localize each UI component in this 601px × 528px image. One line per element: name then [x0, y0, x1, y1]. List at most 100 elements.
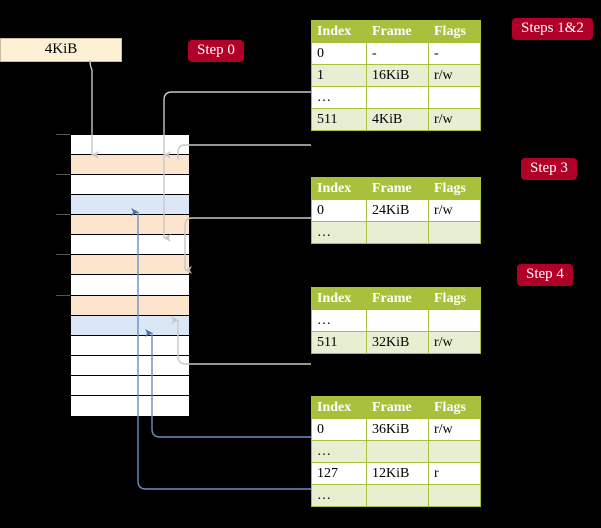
column-header-frame: Frame	[366, 177, 429, 200]
memory-frame	[71, 135, 189, 156]
table-cell: …	[311, 440, 367, 463]
table-cell	[366, 309, 429, 332]
table-cell: r/w	[428, 108, 481, 131]
table-row: …	[311, 86, 481, 109]
wire-l3-entry0	[184, 217, 311, 274]
table-cell: r/w	[428, 418, 481, 441]
memory-frame	[71, 355, 189, 376]
table-cell	[366, 86, 429, 109]
table-row: …	[311, 221, 481, 244]
memory-frame	[71, 295, 189, 316]
memory-frame-tick	[56, 174, 70, 175]
table-cell: 0	[311, 199, 367, 222]
table-cell: …	[311, 484, 367, 507]
table-cell: r/w	[428, 199, 481, 222]
step3-text: Step 3	[530, 160, 568, 176]
step-label-step4: Step 4	[517, 264, 573, 286]
table-cell: 511	[311, 331, 367, 354]
memory-frame	[71, 315, 189, 336]
table-cell	[428, 440, 481, 463]
table-cell: r	[428, 462, 481, 485]
memory-frame	[71, 155, 189, 176]
table-cell: 127	[311, 462, 367, 485]
memory-frame-tick	[56, 295, 70, 296]
table-cell: …	[311, 86, 367, 109]
table-cell: 32KiB	[366, 331, 429, 354]
column-header-index: Index	[311, 20, 367, 43]
column-header-index: Index	[311, 177, 367, 200]
step4-text: Step 4	[526, 266, 564, 282]
wire-l2-entry511	[171, 316, 311, 365]
memory-frame	[71, 195, 189, 216]
column-header-frame: Frame	[366, 396, 429, 419]
table-cell: …	[311, 221, 367, 244]
table-cell: 0	[311, 418, 367, 441]
table-cell: 36KiB	[366, 418, 429, 441]
column-header-flags: Flags	[428, 287, 481, 310]
table-cell	[366, 221, 429, 244]
step-label-step3: Step 3	[521, 158, 577, 180]
column-header-flags: Flags	[428, 396, 481, 419]
table-cell	[428, 309, 481, 332]
request-label: 4KiB	[44, 41, 78, 57]
table-row: 0--	[311, 42, 481, 65]
table-cell: -	[366, 42, 429, 65]
table-cell: 16KiB	[366, 64, 429, 87]
table-cell: 12KiB	[366, 462, 429, 485]
column-header-frame: Frame	[366, 20, 429, 43]
column-header-index: Index	[311, 287, 367, 310]
memory-frame	[71, 375, 189, 396]
memory-frame-tick	[56, 214, 70, 215]
table-cell: 1	[311, 64, 367, 87]
table-cell	[366, 440, 429, 463]
table-cell	[428, 484, 481, 507]
table-cell	[366, 484, 429, 507]
step0-text: Step 0	[197, 42, 235, 58]
table-cell: r/w	[428, 331, 481, 354]
memory-frame-tick	[56, 254, 70, 255]
step-label-step0: Step 0	[188, 40, 244, 62]
table-row: …	[311, 309, 481, 332]
memory-frame	[71, 395, 189, 416]
wire-l4-entry511	[177, 144, 311, 156]
table-row: …	[311, 484, 481, 507]
memory-frame	[71, 235, 189, 256]
memory-frame	[71, 335, 189, 356]
table-cell	[428, 221, 481, 244]
table-cell: r/w	[428, 64, 481, 87]
memory-frame	[71, 215, 189, 236]
memory-frame-tick	[56, 134, 70, 135]
table-cell	[428, 86, 481, 109]
column-header-flags: Flags	[428, 177, 481, 200]
table-row: …	[311, 440, 481, 463]
request-box: 4KiB	[0, 38, 122, 62]
column-header-index: Index	[311, 396, 367, 419]
physical-memory-column	[70, 134, 190, 416]
steps12-text: Steps 1&2	[521, 20, 584, 36]
column-header-frame: Frame	[366, 287, 429, 310]
memory-frame	[71, 175, 189, 196]
table-cell: …	[311, 309, 367, 332]
column-header-flags: Flags	[428, 20, 481, 43]
memory-frame	[71, 275, 189, 296]
table-cell: 0	[311, 42, 367, 65]
table-cell: 4KiB	[366, 108, 429, 131]
table-cell: 24KiB	[366, 199, 429, 222]
table-cell: 511	[311, 108, 367, 131]
step-label-steps1and2: Steps 1&2	[512, 18, 593, 40]
